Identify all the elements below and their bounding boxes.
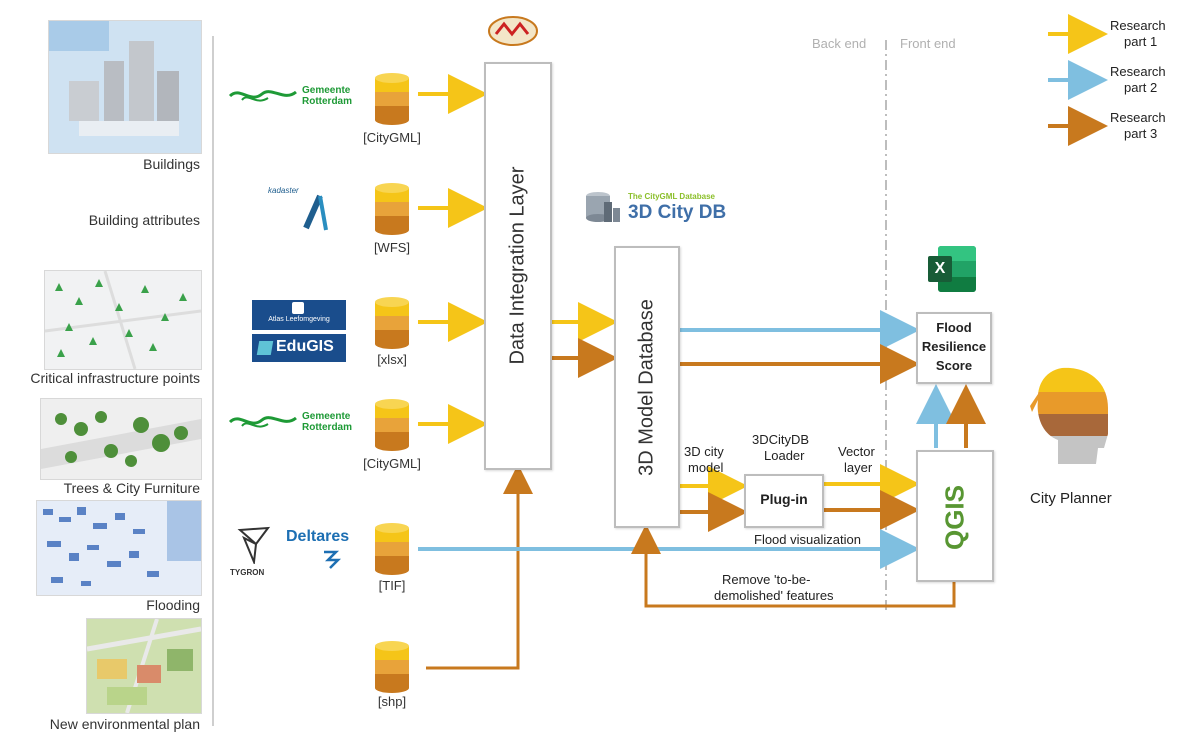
deltares-logo: Deltares bbox=[286, 528, 356, 574]
buildings-image bbox=[49, 21, 201, 153]
gemeente-2-line2: Rotterdam bbox=[302, 422, 353, 433]
city-planner-label: City Planner bbox=[1030, 490, 1112, 507]
format-xlsx: [xlsx] bbox=[377, 352, 407, 367]
buildings-label: Buildings bbox=[143, 156, 200, 172]
vector-label-2: layer bbox=[844, 460, 873, 475]
legend-part3-line1: Research bbox=[1110, 110, 1166, 125]
flood-resilience-score-box: Flood Resilience Score bbox=[916, 312, 992, 384]
gemeente-line1: Gemeente bbox=[302, 85, 351, 96]
environmental-plan-thumbnail bbox=[86, 618, 202, 714]
plugin-top-label-2: Loader bbox=[764, 448, 805, 463]
environmental-plan-label: New environmental plan bbox=[49, 716, 200, 732]
flooding-thumbnail bbox=[36, 500, 202, 596]
cylinder-shp bbox=[375, 641, 409, 693]
remove-label-2: demolished' features bbox=[714, 588, 834, 603]
3dcitydb-icon bbox=[586, 192, 620, 222]
legend-part1-line2: part 1 bbox=[1124, 34, 1158, 49]
atlas-crest-icon bbox=[292, 302, 304, 314]
legend-part2-line2: part 2 bbox=[1124, 80, 1158, 95]
trees-label: Trees & City Furniture bbox=[63, 480, 200, 496]
critical-infrastructure-label: Critical infrastructure points bbox=[30, 370, 200, 386]
format-citygml-2: [CityGML] bbox=[363, 456, 421, 471]
legend-part2-line1: Research bbox=[1110, 64, 1166, 79]
3dcitydb-name: 3D City DB bbox=[628, 202, 727, 223]
qgis-box: QGIS bbox=[916, 450, 994, 582]
atlas-logo: Atlas Leefomgeving bbox=[252, 300, 346, 330]
plugin-label: Plug-in bbox=[760, 491, 808, 507]
environmental-plan-image bbox=[87, 619, 201, 713]
fme-icon bbox=[488, 16, 538, 46]
building-attributes-label: Building attributes bbox=[88, 212, 200, 228]
arrow-shp-integration bbox=[426, 464, 533, 670]
score-line3: Score bbox=[935, 358, 973, 373]
3d-model-database-label: 3D Model Database bbox=[635, 299, 658, 476]
city-model-label-2: model bbox=[688, 460, 724, 475]
left-panel-divider bbox=[212, 36, 214, 726]
infrastructure-thumbnail bbox=[44, 270, 202, 370]
tygron-name: TYGRON bbox=[230, 568, 265, 577]
legend-part1-line1: Research bbox=[1110, 18, 1166, 33]
format-shp: [shp] bbox=[377, 694, 407, 709]
data-integration-layer-box: Data Integration Layer bbox=[484, 62, 552, 470]
rotterdam-leaf-icon bbox=[228, 90, 297, 102]
flooding-label: Flooding bbox=[146, 597, 200, 613]
3d-model-database-box: 3D Model Database bbox=[614, 246, 680, 528]
3dcitydb-logo: The CityGML Database 3D City DB bbox=[584, 188, 734, 228]
vector-label-1: Vector bbox=[838, 444, 875, 459]
gemeente-line2: Rotterdam bbox=[302, 96, 353, 107]
cylinder-wfs bbox=[375, 183, 409, 235]
plugin-top-label-1: 3DCityDB bbox=[752, 432, 810, 447]
back-end-label: Back end bbox=[812, 36, 867, 51]
excel-letter: X bbox=[928, 256, 952, 282]
deltares-wave-icon bbox=[324, 550, 342, 569]
remove-label-1: Remove 'to-be- bbox=[722, 572, 811, 587]
gemeente-rotterdam-logo-1: Gemeente Rotterdam bbox=[228, 84, 358, 110]
atlas-name: Atlas Leefomgeving bbox=[268, 316, 330, 323]
format-tif: [TIF] bbox=[378, 578, 406, 593]
format-wfs: [WFS] bbox=[373, 240, 411, 255]
plugin-box: Plug-in bbox=[744, 474, 824, 528]
excel-icon: X bbox=[928, 246, 976, 292]
qgis-label: QGIS bbox=[939, 485, 970, 551]
trees-thumbnail bbox=[40, 398, 202, 480]
legend-part3-line2: part 3 bbox=[1124, 126, 1158, 141]
score-line1: Flood bbox=[936, 320, 972, 335]
tygron-icon bbox=[237, 526, 271, 564]
3dcitydb-tagline: The CityGML Database bbox=[628, 192, 715, 201]
arrow-demolish-feedback bbox=[631, 524, 956, 608]
data-integration-layer-label: Data Integration Layer bbox=[506, 166, 529, 365]
flooding-image bbox=[37, 501, 201, 595]
format-citygml-1: [CityGML] bbox=[363, 130, 421, 145]
kadaster-k-icon bbox=[303, 194, 328, 231]
front-end-label: Front end bbox=[900, 36, 956, 51]
head-silhouette-icon bbox=[1030, 367, 1108, 465]
fme-logo bbox=[486, 14, 540, 48]
buildings-thumbnail bbox=[48, 20, 202, 154]
gemeente-rotterdam-logo-2: Gemeente Rotterdam bbox=[228, 410, 358, 436]
trees-image bbox=[41, 399, 201, 479]
score-line2: Resilience bbox=[921, 339, 987, 354]
cylinder-citygml-1 bbox=[375, 73, 409, 125]
infrastructure-image bbox=[45, 271, 201, 369]
city-model-label-1: 3D city bbox=[684, 444, 724, 459]
gemeente-2-line1: Gemeente bbox=[302, 411, 351, 422]
edugis-logo: EduGIS bbox=[252, 334, 346, 362]
flood-visualization-label: Flood visualization bbox=[754, 532, 861, 547]
city-planner-head-icon bbox=[1028, 364, 1112, 472]
kadaster-logo: kadaster bbox=[268, 186, 348, 236]
rotterdam-leaf-icon-2 bbox=[228, 416, 297, 428]
cylinder-tif bbox=[375, 523, 409, 575]
tygron-logo: TYGRON bbox=[230, 524, 280, 580]
cylinder-citygml-2 bbox=[375, 399, 409, 451]
kadaster-name: kadaster bbox=[268, 186, 299, 195]
cylinder-xlsx bbox=[375, 297, 409, 349]
edugis-name: EduGIS bbox=[276, 338, 334, 355]
deltares-name: Deltares bbox=[286, 528, 350, 545]
